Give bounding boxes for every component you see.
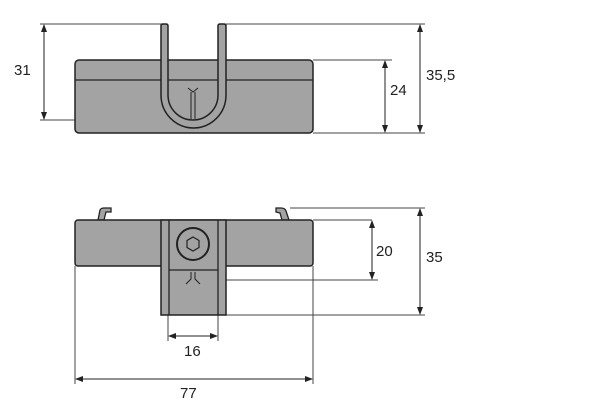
top-view: 31 24 35,5	[14, 23, 455, 134]
dimension-35: 35	[417, 208, 443, 315]
dimension-label-31: 31	[14, 62, 31, 79]
extension-lines	[74, 207, 425, 384]
dimension-label-16: 16	[184, 343, 201, 360]
extension-lines	[40, 23, 425, 134]
dimension-label-35-5: 35,5	[426, 67, 455, 84]
clip-tab-left	[97, 207, 112, 221]
dimension-31: 31	[14, 24, 47, 120]
dimension-20: 20	[369, 220, 393, 280]
u-bracket	[160, 23, 227, 129]
dimension-35-5: 35,5	[417, 24, 455, 133]
dimension-label-77: 77	[180, 385, 197, 402]
bottom-view: 20 35 16 77	[74, 207, 443, 402]
dimension-77: 77	[75, 376, 313, 402]
dimension-label-24: 24	[390, 82, 407, 99]
dimension-24: 24	[382, 60, 407, 133]
clip-tab-right	[275, 207, 290, 221]
dimension-label-20: 20	[376, 243, 393, 260]
hex-screw-icon	[176, 227, 210, 261]
clip-body	[74, 59, 314, 134]
dimension-16: 16	[168, 333, 218, 360]
dimension-label-35: 35	[426, 249, 443, 266]
